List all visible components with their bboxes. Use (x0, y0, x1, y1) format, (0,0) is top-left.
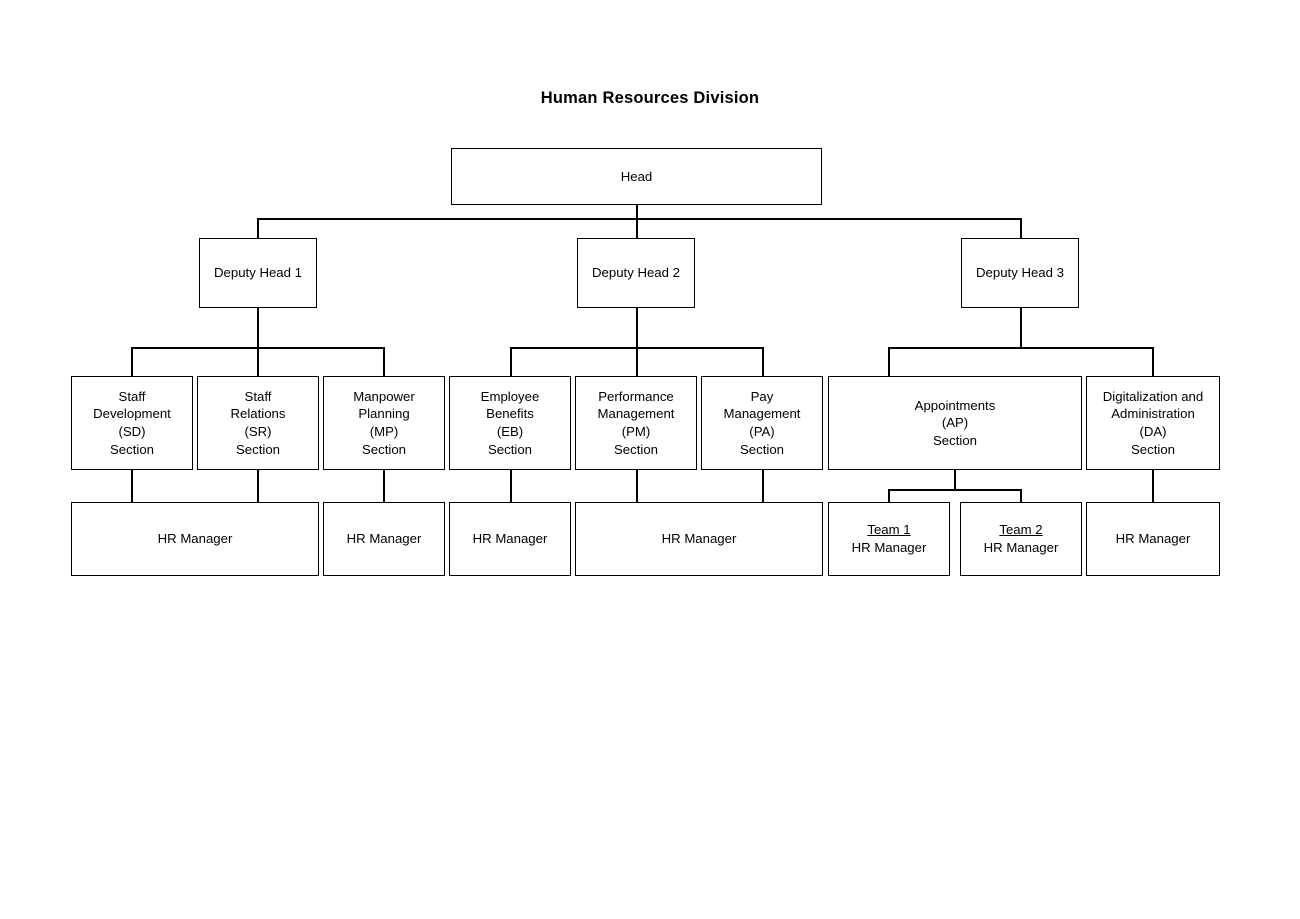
connector-section-da-drop (1152, 347, 1154, 376)
connector-deputy1-stem (257, 308, 259, 348)
node-team-2-title: Team 2 (999, 522, 1043, 538)
node-deputy-head-2[interactable]: Deputy Head 2 (577, 238, 695, 308)
node-team-1-text: Team 1 HR Manager (829, 521, 949, 556)
connector-section-ap-drop (888, 347, 890, 376)
connector-level1-bus (257, 218, 1022, 220)
node-deputy-head-2-label: Deputy Head 2 (592, 265, 680, 281)
connector-section-sr-drop (257, 347, 259, 376)
page-title: Human Resources Division (540, 89, 760, 107)
node-section-performance-management-label: Performance Management (PM) Section (597, 388, 675, 457)
node-section-pay-management[interactable]: Pay Management (PA) Section (701, 376, 823, 470)
connector-deputy1-drop (257, 218, 259, 239)
node-section-staff-development[interactable]: Staff Development (SD) Section (71, 376, 193, 470)
node-manager-mp-label: HR Manager (346, 531, 422, 547)
node-team-2-text: Team 2 HR Manager (961, 521, 1081, 556)
connector-section-pm-drop (636, 347, 638, 376)
node-section-digitalization-administration[interactable]: Digitalization and Administration (DA) S… (1086, 376, 1220, 470)
node-manager-mp[interactable]: HR Manager (323, 502, 445, 576)
connector-ap-stem (954, 470, 956, 490)
connector-team2-drop (1020, 489, 1022, 502)
connector-deputy2-stem (636, 308, 638, 348)
node-team-2-role: HR Manager (983, 540, 1059, 555)
connector-deputy3-stem (1020, 308, 1022, 348)
connector-section-mp-drop (383, 347, 385, 376)
connector-eb-to-manager (510, 470, 512, 502)
connector-section-sd-drop (131, 347, 133, 376)
node-section-staff-development-label: Staff Development (SD) Section (93, 388, 171, 457)
node-manager-da-label: HR Manager (1115, 531, 1191, 547)
node-section-appointments[interactable]: Appointments (AP) Section (828, 376, 1082, 470)
node-manager-pm-pa[interactable]: HR Manager (575, 502, 823, 576)
connector-mp-to-manager (383, 470, 385, 502)
connector-sr-to-manager (257, 470, 259, 502)
connector-deputy2-drop (636, 218, 638, 239)
connector-deputy3-drop (1020, 218, 1022, 239)
connector-pm-to-manager (636, 470, 638, 502)
node-section-pay-management-label: Pay Management (PA) Section (723, 388, 801, 457)
node-manager-eb[interactable]: HR Manager (449, 502, 571, 576)
node-manager-da[interactable]: HR Manager (1086, 502, 1220, 576)
node-section-staff-relations[interactable]: Staff Relations (SR) Section (197, 376, 319, 470)
connector-deputy3-bus (888, 347, 1153, 349)
node-deputy-head-1[interactable]: Deputy Head 1 (199, 238, 317, 308)
node-section-staff-relations-label: Staff Relations (SR) Section (230, 388, 286, 457)
node-team-1[interactable]: Team 1 HR Manager (828, 502, 950, 576)
node-deputy-head-3[interactable]: Deputy Head 3 (961, 238, 1079, 308)
node-section-performance-management[interactable]: Performance Management (PM) Section (575, 376, 697, 470)
node-section-manpower-planning[interactable]: Manpower Planning (MP) Section (323, 376, 445, 470)
node-section-employee-benefits-label: Employee Benefits (EB) Section (480, 388, 540, 457)
node-deputy-head-1-label: Deputy Head 1 (214, 265, 302, 281)
node-team-1-title: Team 1 (867, 522, 911, 538)
node-section-appointments-label: Appointments (AP) Section (914, 397, 996, 448)
node-section-digitalization-administration-label: Digitalization and Administration (DA) S… (1102, 388, 1204, 457)
node-manager-eb-label: HR Manager (472, 531, 548, 547)
node-team-1-role: HR Manager (851, 540, 927, 555)
connector-team1-drop (888, 489, 890, 502)
connector-section-eb-drop (510, 347, 512, 376)
node-team-2[interactable]: Team 2 HR Manager (960, 502, 1082, 576)
connector-da-to-manager (1152, 470, 1154, 502)
node-section-employee-benefits[interactable]: Employee Benefits (EB) Section (449, 376, 571, 470)
connector-section-pa-drop (762, 347, 764, 376)
connector-sd-to-manager (131, 470, 133, 502)
node-head[interactable]: Head (451, 148, 822, 205)
node-manager-sd-sr-label: HR Manager (157, 531, 233, 547)
node-manager-sd-sr[interactable]: HR Manager (71, 502, 319, 576)
node-head-label: Head (620, 168, 653, 184)
connector-pa-to-manager (762, 470, 764, 502)
node-manager-pm-pa-label: HR Manager (661, 531, 737, 547)
connector-head-stem (636, 205, 638, 219)
connector-teams-bus (888, 489, 1022, 491)
node-section-manpower-planning-label: Manpower Planning (MP) Section (353, 388, 415, 457)
node-deputy-head-3-label: Deputy Head 3 (976, 265, 1064, 281)
